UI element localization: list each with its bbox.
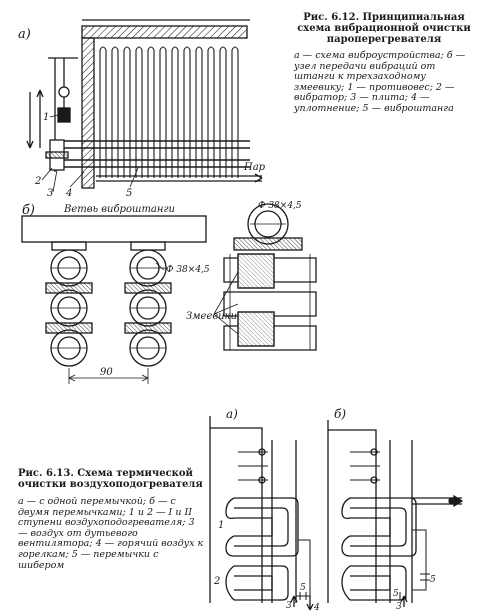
callout-5: 5 — [126, 188, 132, 199]
rod-branch-label: Ветвь виброштанги — [63, 204, 175, 215]
figure-6-13-caption: Рис. 6.13. Схема термической очистки воз… — [18, 468, 206, 571]
fig613-panel-a-label: а) — [226, 407, 238, 421]
fig612-a-scheme: а) Па — [18, 19, 266, 199]
pipe-dimension-1: Ф 38×4,5 — [166, 265, 210, 275]
rod-branch-beam — [21, 215, 207, 243]
fig613-a-callout-2: 2 — [213, 576, 220, 587]
fig613-a-callout-5: 5 — [300, 583, 306, 593]
callout-4: 4 — [65, 188, 72, 199]
fig613-panel-b-label: б) — [334, 407, 346, 421]
coil-label: Змеевики — [186, 311, 237, 322]
pipe-dimension-2: Ф 38×4,5 — [258, 201, 302, 211]
fig613-a-scheme: а) 1 2 3 4 5 — [209, 407, 320, 613]
figure-6-12-caption: Рис. 6.12. Принципиальная схема вибрацио… — [294, 12, 474, 115]
steam-label: Пар — [243, 162, 266, 173]
fig613-a-callout-1: 1 — [218, 520, 224, 531]
fig612-b-node: б) Ветвь виброштанги Ф 38×4,5 — [21, 201, 317, 384]
figure-6-12-legend: а — схема виброустройства; б — узел пере… — [294, 50, 466, 114]
fig613-b-callout-5a: 5 — [430, 575, 436, 585]
fig612-panel-b-label: б) — [22, 203, 35, 218]
superheater-coils — [99, 46, 239, 178]
plate — [45, 151, 69, 159]
fig613-b-scheme: б) 5 5 3 — [327, 407, 464, 612]
figure-6-12-title: Рис. 6.12. Принципиальная схема вибрацио… — [297, 12, 471, 45]
vibration-rods — [58, 140, 250, 168]
fig613-a-callout-4: 4 — [313, 603, 320, 613]
pitch-dimension: 90 — [100, 367, 113, 378]
callout-3: 3 — [47, 188, 53, 199]
tube-column-left — [45, 241, 93, 367]
fig613-a-callout-3: 3 — [286, 601, 292, 611]
figure-6-13-title: Рис. 6.13. Схема термической очистки воз… — [18, 468, 203, 490]
fig612-panel-a-label: а) — [18, 27, 31, 42]
fig613-b-callout-5b: 5 — [393, 589, 399, 599]
tube-column-right — [124, 241, 172, 367]
callout-2: 2 — [34, 176, 41, 187]
side-view: Ф 38×4,5 Змеевики — [186, 201, 317, 351]
fig613-b-callout-3: 3 — [396, 602, 402, 612]
figure-6-13-legend: а — с одной перемычкой; б — с двумя пере… — [18, 496, 204, 571]
callout-1: 1 — [43, 112, 49, 123]
